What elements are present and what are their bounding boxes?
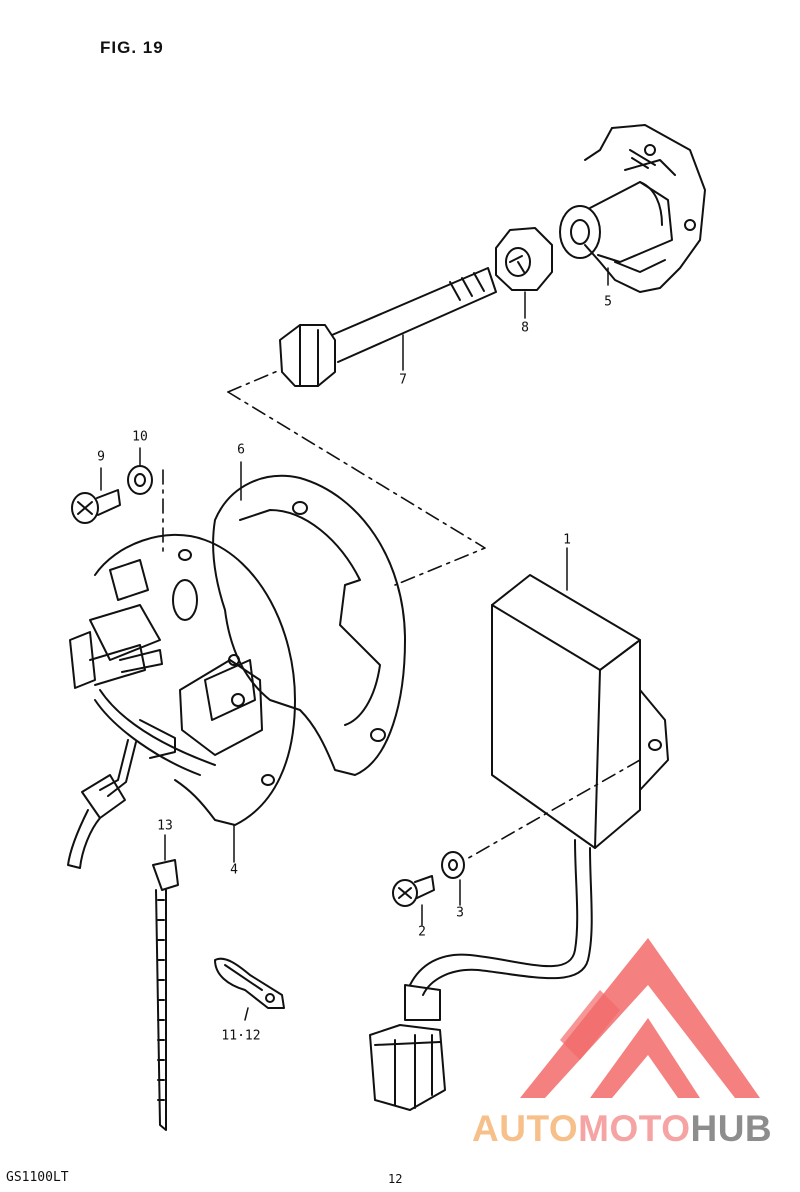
watermark-text: AUTOMOTOHUB bbox=[472, 1108, 772, 1150]
callout-11-12: 11·12 bbox=[221, 1028, 261, 1044]
callout-4: 4 bbox=[230, 862, 238, 878]
nut-part-8 bbox=[495, 227, 553, 291]
cable-tie-part-13 bbox=[152, 859, 179, 1131]
watermark-text-hub: HUB bbox=[690, 1108, 773, 1149]
gasket-plate-part-6 bbox=[212, 474, 406, 776]
figure-title: FIG. 19 bbox=[100, 38, 164, 57]
igniter-unit-part-1 bbox=[369, 574, 669, 1111]
washer-part-10 bbox=[127, 465, 153, 495]
screw-part-9 bbox=[71, 489, 121, 524]
clamp-part-11-12 bbox=[214, 957, 285, 1009]
callout-13: 13 bbox=[157, 818, 173, 834]
base-plate-part-4 bbox=[67, 533, 296, 869]
watermark-logo bbox=[520, 938, 760, 1098]
callout-8: 8 bbox=[521, 320, 529, 336]
callout-3: 3 bbox=[456, 905, 464, 921]
alignment-line bbox=[162, 369, 641, 861]
watermark-text-auto: AUTO bbox=[472, 1108, 579, 1149]
leader-lines bbox=[100, 267, 609, 1021]
signal-generator-part-5 bbox=[559, 124, 706, 293]
washer-part-3 bbox=[441, 851, 465, 879]
callout-6: 6 bbox=[237, 442, 245, 458]
screw-part-2 bbox=[392, 875, 435, 907]
callout-5: 5 bbox=[604, 294, 612, 310]
callout-1: 1 bbox=[563, 532, 571, 548]
bolt-part-7 bbox=[279, 267, 497, 387]
callout-9: 9 bbox=[97, 449, 105, 465]
watermark-text-moto: MOTO bbox=[578, 1108, 691, 1149]
model-code: GS1100LT bbox=[6, 1170, 69, 1185]
callout-10: 10 bbox=[132, 429, 148, 445]
callout-7: 7 bbox=[399, 372, 407, 388]
page-number: 12 bbox=[388, 1172, 403, 1186]
callout-2: 2 bbox=[418, 924, 426, 940]
